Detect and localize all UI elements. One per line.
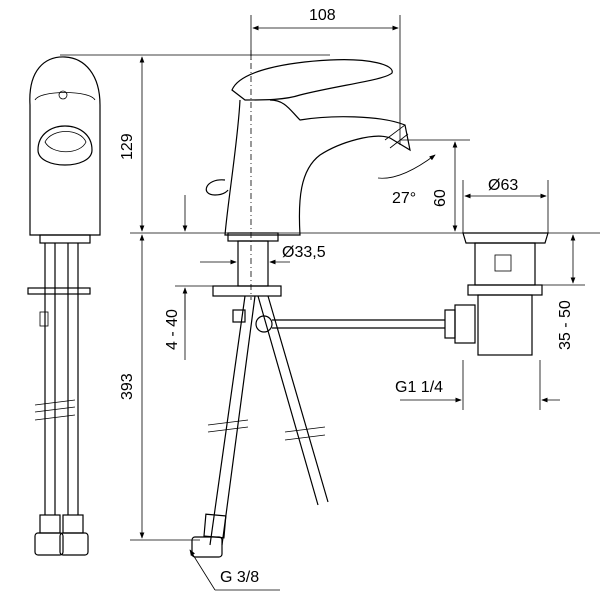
- dim-below-deck-length: 393: [119, 373, 136, 400]
- faucet-front-view: [191, 50, 445, 558]
- dim-deck-thickness: 4 - 40: [164, 309, 181, 350]
- dimension-lines: [60, 15, 600, 591]
- drain-assembly: [444, 232, 549, 356]
- dim-drain-flange-diameter: Ø63: [488, 177, 518, 194]
- dim-basin-thickness: 35 - 50: [557, 300, 574, 350]
- dim-mounting-hole-diameter: Ø33,5: [282, 244, 326, 261]
- dim-drain-thread: G1 1/4: [395, 379, 443, 396]
- side-view: [27, 56, 101, 556]
- dim-body-height: 129: [119, 133, 136, 160]
- dim-hose-thread: G 3/8: [220, 569, 259, 586]
- dim-spout-reach: 108: [309, 7, 336, 24]
- dim-spout-height: 60: [432, 189, 449, 207]
- dim-spout-angle: 27°: [392, 190, 416, 207]
